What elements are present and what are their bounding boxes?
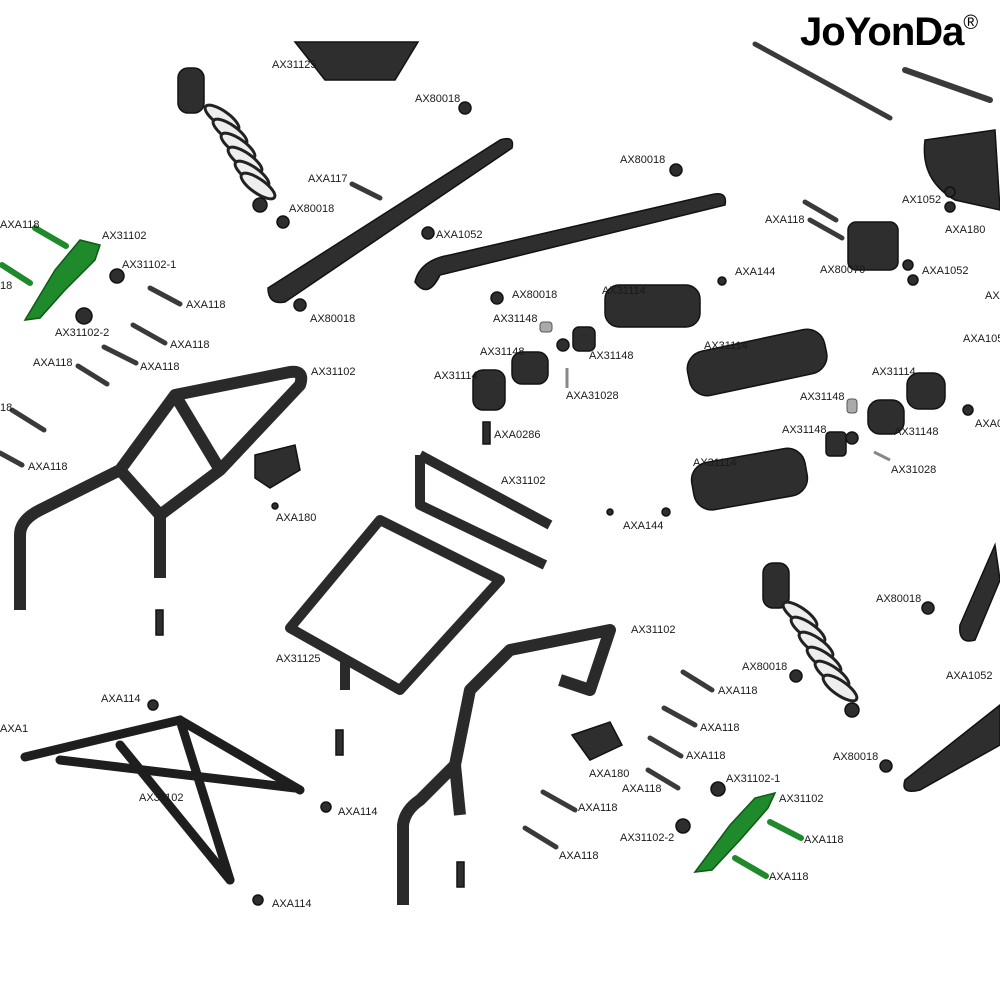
label: AXA144 — [623, 520, 663, 532]
label: AXA1052 — [436, 229, 482, 241]
part-mount-bracket-bottom — [570, 721, 624, 761]
label: AX31028 — [891, 464, 936, 476]
part-cage-bottom — [397, 624, 616, 905]
label: AX80018 — [833, 751, 878, 763]
label: AX80018 — [620, 154, 665, 166]
label: AX31125 — [272, 59, 316, 71]
label: AXA0286 — [494, 429, 540, 441]
part-link-arm-right-lower — [903, 704, 1000, 792]
part-driveshaft-top-2 — [902, 67, 993, 103]
label: AX31102-2 — [620, 832, 674, 844]
label: AXA0 — [975, 418, 1000, 430]
label: AX31102 — [139, 792, 183, 804]
label: AX80018 — [310, 313, 355, 325]
part-shock-bottomright — [762, 562, 860, 718]
label: AX31114 — [434, 370, 478, 382]
label: AXA118 — [765, 214, 805, 226]
label: AXA118 — [622, 783, 662, 795]
registered-mark: ® — [963, 12, 978, 34]
label: 18 — [0, 280, 12, 292]
brand-logo: JoYonDa® — [800, 10, 978, 55]
label: AX80018 — [742, 661, 787, 673]
part-axle-housing-topright — [923, 129, 1000, 211]
label: AX80070 — [820, 264, 865, 276]
label: AXA114 — [272, 898, 312, 910]
label: AX80018 — [289, 203, 334, 215]
label: AX31102 — [102, 230, 146, 242]
label: AXA118 — [718, 685, 758, 697]
label: AX1052 — [902, 194, 941, 206]
label: AX31148 — [800, 391, 844, 403]
label: AX31148 — [589, 350, 633, 362]
label: 18 — [0, 402, 12, 414]
label: AX31102-1 — [122, 259, 176, 271]
label: AXA180 — [589, 768, 629, 780]
label: AX31114 — [704, 340, 748, 352]
label: AX31102 — [501, 475, 545, 487]
label: AXA105 — [963, 333, 1000, 345]
label: AXA114 — [338, 806, 378, 818]
part-x-brace — [20, 715, 305, 885]
part-shock-topleft — [177, 67, 277, 213]
part-cage-center-holes — [341, 558, 454, 642]
label: AX31148 — [782, 424, 826, 436]
label: AXA118 — [804, 834, 844, 846]
label: AXA118 — [700, 722, 740, 734]
part-link-arm-right-upper — [959, 542, 1000, 642]
label: AXA118 — [140, 361, 180, 373]
label: AX31102 — [311, 366, 355, 378]
label: AXA117 — [308, 173, 348, 185]
label: AX80018 — [415, 93, 460, 105]
label: AXA118 — [578, 802, 618, 814]
part-drive-tubes-center — [472, 221, 946, 511]
label: AX31148 — [493, 313, 537, 325]
label: AX31102-2 — [55, 327, 109, 339]
label: AX31125 — [276, 653, 320, 665]
label: AXA114 — [101, 693, 141, 705]
part-green-bolt-2 — [0, 262, 33, 286]
label: AX31148 — [480, 346, 524, 358]
label: AX31114 — [872, 366, 916, 378]
part-link-arm-top — [267, 137, 514, 304]
label: AXA118 — [28, 461, 68, 473]
part-green-bolt-1 — [32, 225, 69, 249]
label: AX31102-1 — [726, 773, 780, 785]
part-green-bolt-3 — [767, 819, 804, 841]
label: AXA118 — [686, 750, 726, 762]
label: AXA1 — [985, 290, 1000, 302]
label: AXA118 — [170, 339, 210, 351]
label: AXA180 — [945, 224, 985, 236]
label: AX31114 — [693, 457, 737, 469]
label: AX31114 — [602, 285, 646, 297]
label: AXA118 — [0, 219, 40, 231]
part-mount-bracket-left — [254, 444, 301, 489]
hardware-bolts — [0, 101, 974, 906]
label: AX80018 — [512, 289, 557, 301]
label: AX31102 — [631, 624, 675, 636]
label: AXA180 — [276, 512, 316, 524]
label: AX80018 — [876, 593, 921, 605]
label: AXA1052 — [922, 265, 968, 277]
part-labels: AX31125 AX80018 AX80018 AXA117 AX80018 A… — [0, 59, 1000, 910]
label: AXA1 — [0, 723, 28, 735]
part-green-bracket-right — [693, 791, 777, 873]
label: AXA118 — [769, 871, 809, 883]
part-green-bracket-left — [23, 239, 101, 321]
label: AXA31028 — [566, 390, 619, 402]
label: AXA1052 — [946, 670, 992, 682]
part-driveshaft-top — [752, 41, 893, 121]
part-green-bolt-4 — [732, 855, 769, 879]
label: AXA144 — [735, 266, 775, 278]
label: AXA118 — [559, 850, 599, 862]
label: AXA118 — [33, 357, 73, 369]
label: AXA118 — [186, 299, 226, 311]
label: AX31148 — [894, 426, 938, 438]
part-box-top — [293, 41, 420, 81]
brand-name: JoYonDa — [800, 10, 964, 54]
part-cage-center — [285, 450, 553, 695]
part-cage-left — [14, 365, 308, 610]
part-link-arm-long — [414, 193, 727, 291]
label: AX31102 — [779, 793, 823, 805]
